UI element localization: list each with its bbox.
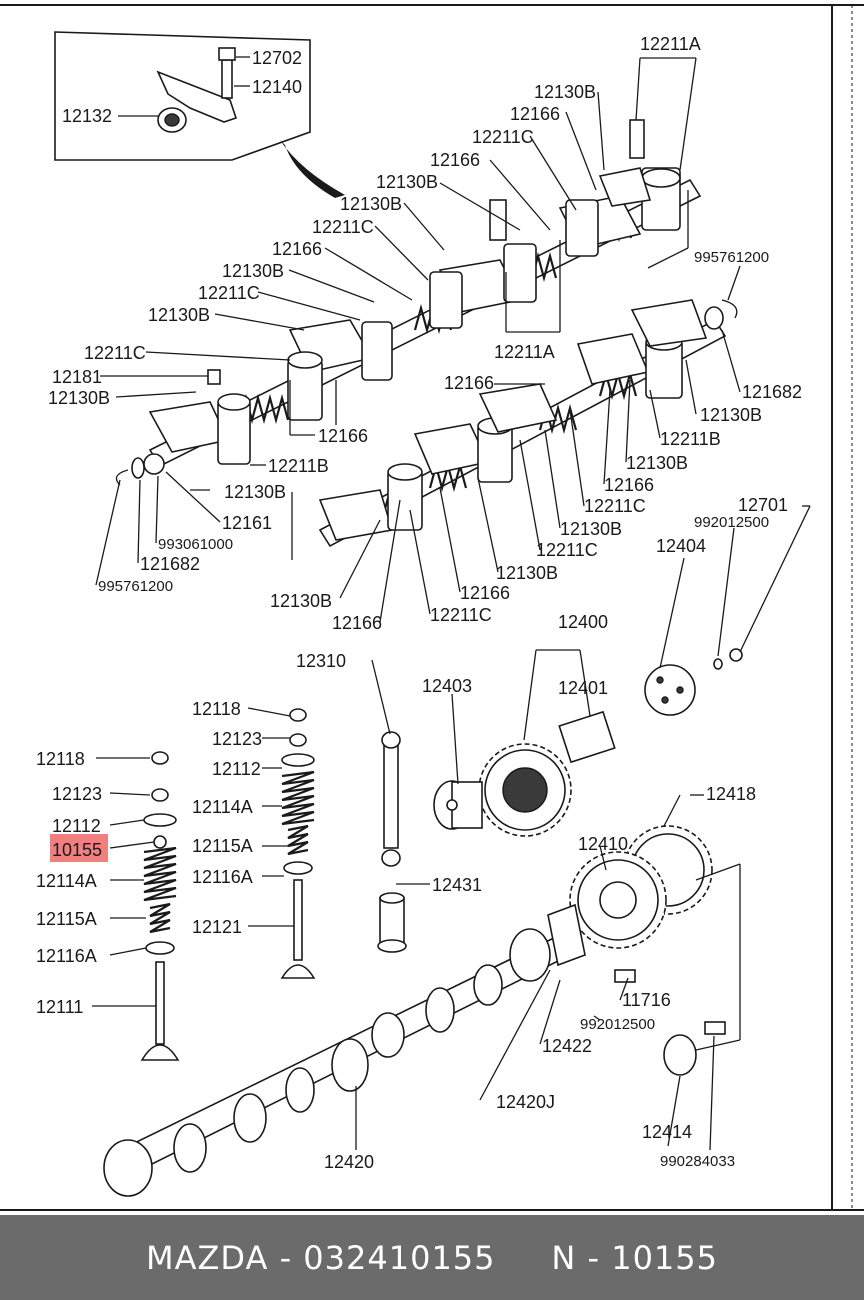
label-12211b-2: 12211B	[660, 429, 721, 449]
label-121682-1: 121682	[140, 554, 200, 574]
label-12112-1: 12112	[212, 759, 261, 779]
label-121682-2: 121682	[742, 382, 802, 402]
highlight-box	[50, 834, 108, 862]
label-12166-2: 12166	[430, 150, 480, 170]
label-12431: 12431	[432, 875, 482, 895]
label-12166-3: 12166	[272, 239, 322, 259]
label-12123-2: 12123	[52, 784, 102, 804]
label-12211c-3: 12211C	[198, 283, 260, 303]
label-12130b-8: 12130B	[700, 405, 762, 425]
label-12130b-11: 12130B	[496, 563, 558, 583]
label-12166-8: 12166	[444, 373, 494, 393]
label-12211c-5: 12211C	[584, 496, 646, 516]
label-12211a-top: 12211A	[640, 34, 701, 54]
label-12166-5: 12166	[604, 475, 654, 495]
label-12130b-4: 12130B	[222, 261, 284, 281]
label-12166-1: 12166	[510, 104, 560, 124]
label-995761200-2: 995761200	[694, 249, 769, 266]
label-12130b-5: 12130B	[148, 305, 210, 325]
label-12166-4: 12166	[318, 426, 368, 446]
label-12130b-7: 12130B	[224, 482, 286, 502]
label-12211c-6: 12211C	[536, 540, 598, 560]
valve-assembly-b	[280, 708, 316, 979]
label-12130b-9: 12130B	[626, 453, 688, 473]
valve-assembly-a	[140, 751, 180, 1061]
label-12310: 12310	[296, 651, 346, 671]
timing-gears	[433, 648, 743, 1076]
label-992012500-2: 992012500	[580, 1016, 655, 1033]
camshaft	[103, 903, 586, 1197]
label-12403: 12403	[422, 676, 472, 696]
label-12112-2: 12112	[52, 816, 101, 836]
label-12130b-1: 12130B	[534, 82, 596, 102]
label-12140: 12140	[252, 77, 302, 97]
label-12211a-mid: 12211A	[494, 342, 555, 362]
label-12181: 12181	[52, 367, 102, 387]
footer-text: MAZDA - 032410155 N - 10155	[146, 1238, 718, 1277]
label-12414: 12414	[642, 1122, 692, 1142]
label-12211b-1: 12211B	[268, 456, 329, 476]
label-12420: 12420	[324, 1152, 374, 1172]
leader-lines	[92, 57, 811, 1151]
label-12132: 12132	[62, 106, 112, 126]
label-992012500-1: 992012500	[694, 514, 769, 531]
lower-rocker-shaft-assembly	[318, 299, 738, 548]
pushrod-and-lifter	[377, 731, 407, 953]
label-12404: 12404	[656, 536, 706, 556]
label-12118-1: 12118	[192, 699, 241, 719]
part-labels: 12211A 12130B 12166 12211C 12166 12130B …	[36, 34, 802, 1172]
label-12418: 12418	[706, 784, 756, 804]
upper-rocker-shaft-assembly	[115, 119, 702, 486]
label-12115a-2: 12115A	[36, 909, 97, 929]
label-12121: 12121	[192, 917, 242, 937]
label-12116a-2: 12116A	[36, 946, 97, 966]
part-number-footer: MAZDA - 032410155 N - 10155	[0, 1215, 864, 1300]
label-993061000: 993061000	[158, 536, 233, 553]
label-12111: 12111	[36, 997, 83, 1017]
inset-rocker-detail: 12702 12140 12132	[54, 31, 345, 198]
label-12410: 12410	[578, 834, 628, 854]
label-12161: 12161	[222, 513, 272, 533]
label-12166-6: 12166	[460, 583, 510, 603]
label-12166-7: 12166	[332, 613, 382, 633]
label-12130b-3: 12130B	[340, 194, 402, 214]
label-12130b-2: 12130B	[376, 172, 438, 192]
label-12701: 12701	[738, 495, 788, 515]
label-12130b-12: 12130B	[270, 591, 332, 611]
label-12211c-2: 12211C	[312, 217, 374, 237]
label-10155-highlighted: 10155	[52, 840, 102, 860]
label-12116a-1: 12116A	[192, 867, 253, 887]
label-990284033: 990284033	[660, 1153, 735, 1170]
label-12211c-7: 12211C	[430, 605, 492, 625]
label-995761200-1: 995761200	[98, 578, 173, 595]
label-12118-2: 12118	[36, 749, 85, 769]
label-12130b-6: 12130B	[48, 388, 110, 408]
label-12130b-10: 12130B	[560, 519, 622, 539]
label-12211c-4: 12211C	[84, 343, 146, 363]
label-12114a-1: 12114A	[192, 797, 253, 817]
label-12114a-2: 12114A	[36, 871, 97, 891]
label-12422: 12422	[542, 1036, 592, 1056]
label-11716: 11716	[622, 990, 671, 1010]
label-12401: 12401	[558, 678, 608, 698]
label-12115a-1: 12115A	[192, 836, 253, 856]
label-12400: 12400	[558, 612, 608, 632]
label-12702: 12702	[252, 48, 302, 68]
label-12123-1: 12123	[212, 729, 262, 749]
label-12420j: 12420J	[496, 1092, 555, 1112]
label-12211c-1: 12211C	[472, 127, 534, 147]
